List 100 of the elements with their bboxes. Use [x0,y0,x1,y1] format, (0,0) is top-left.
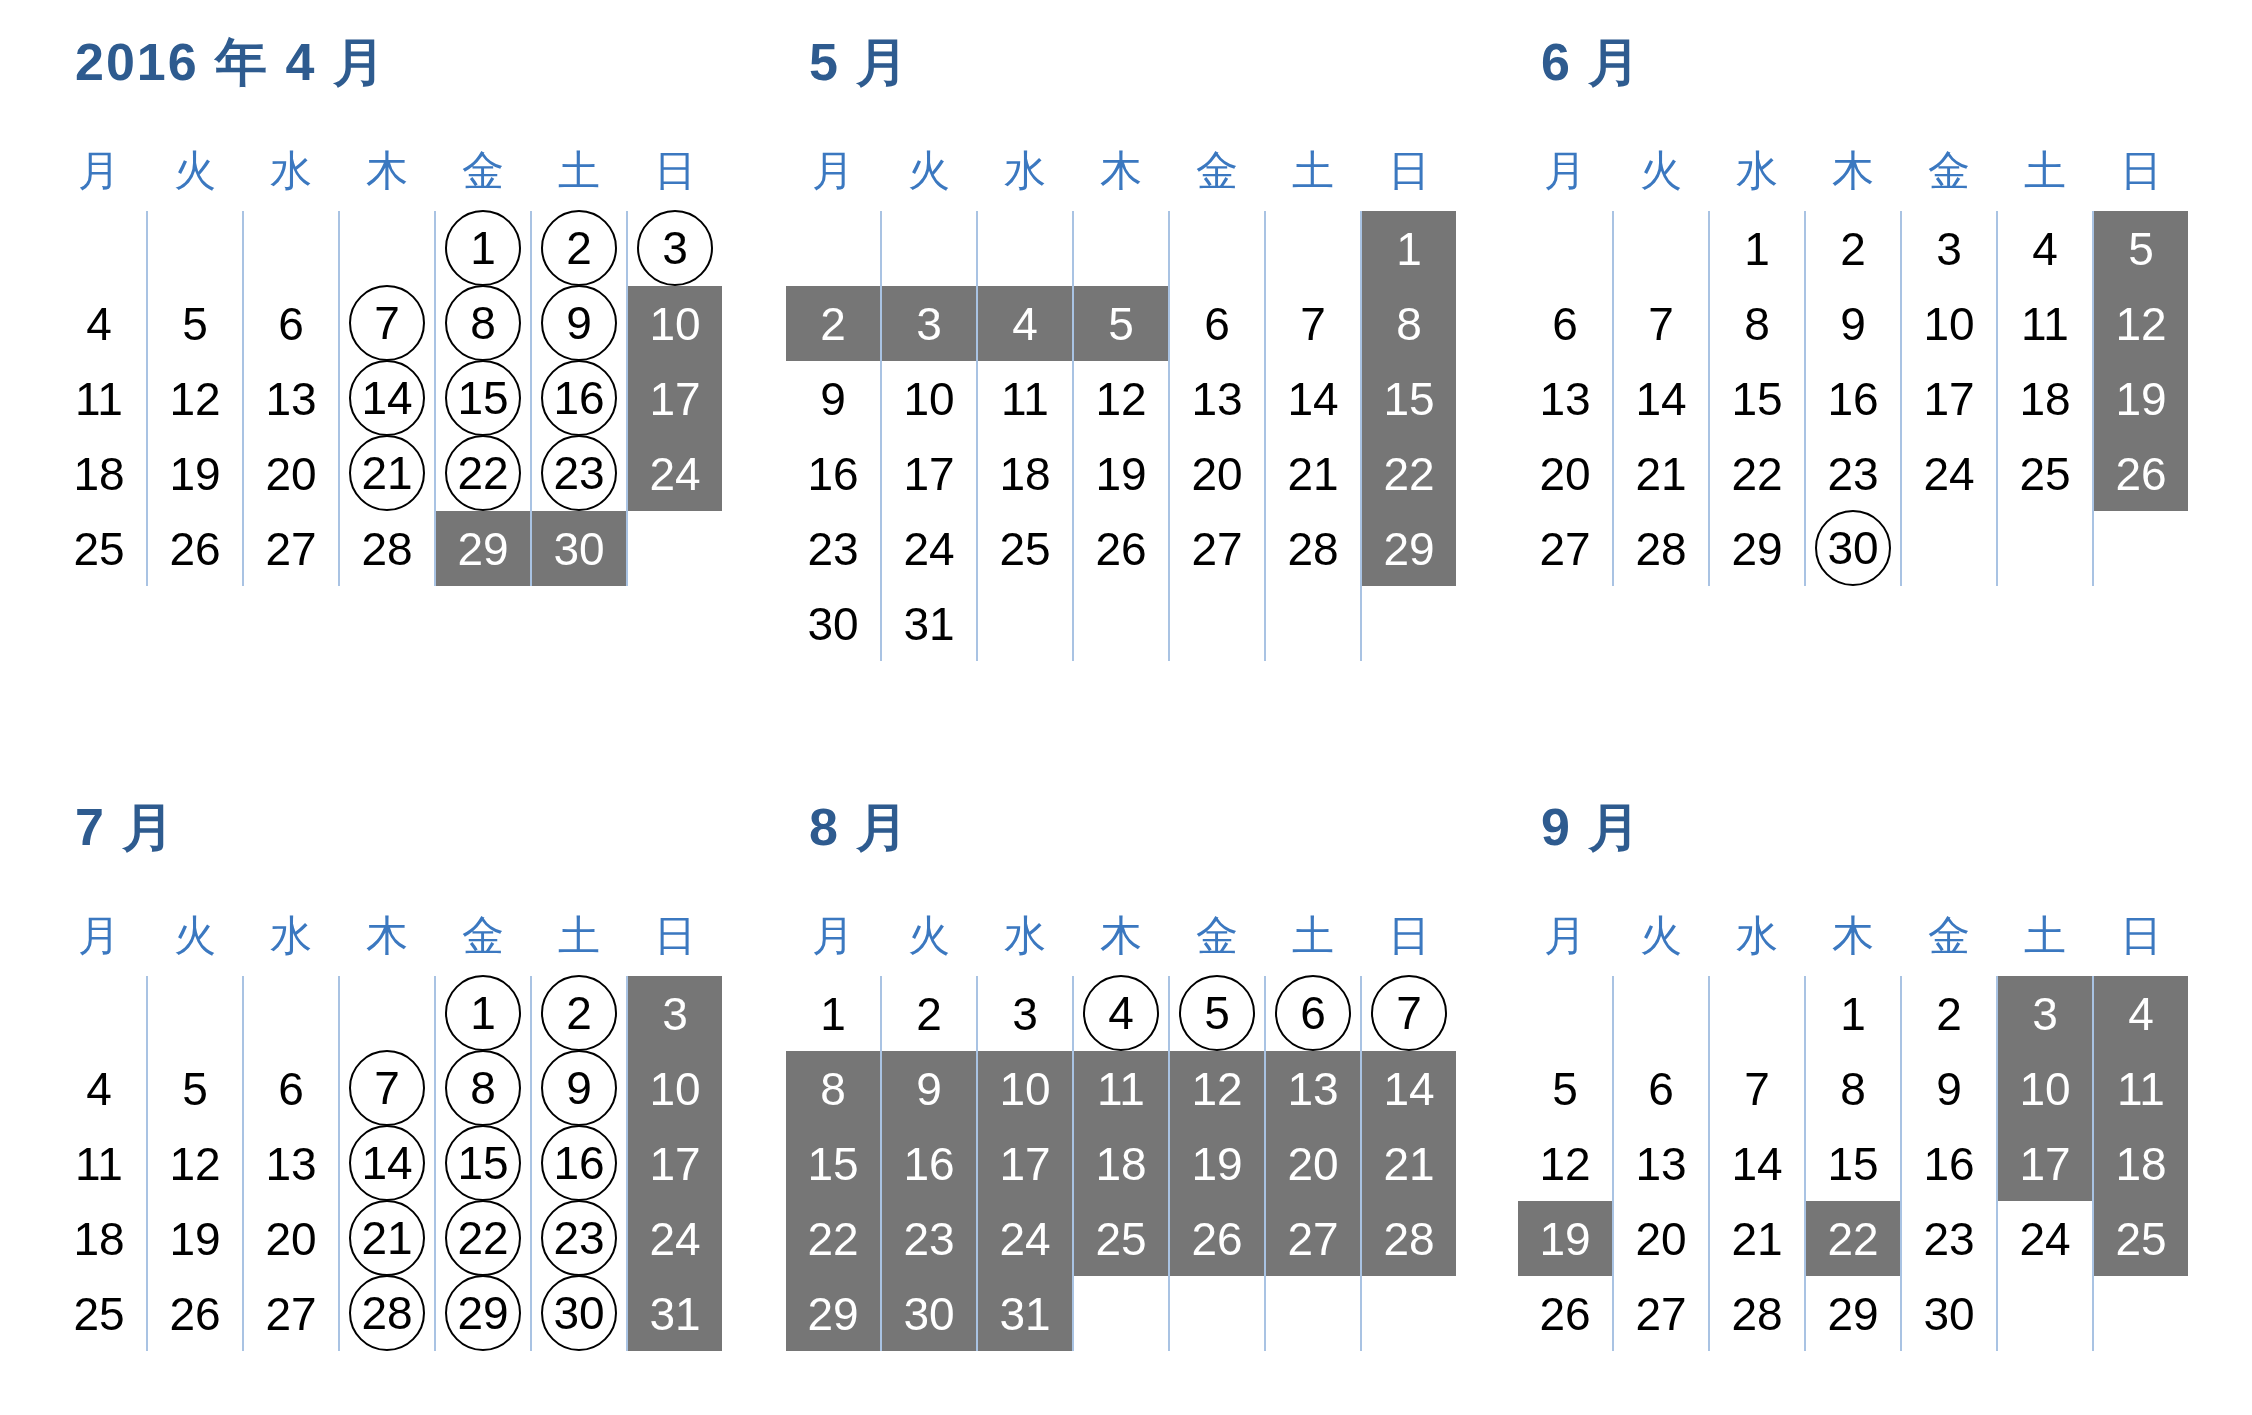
day-number: 1 [819,986,847,1042]
shaded-date: 11 [2094,1051,2188,1126]
day-number: 2 [915,986,943,1042]
month-heading: 9 月 [1541,797,1643,858]
shaded-date: 17 [628,361,722,436]
day-number: 16 [1826,371,1880,427]
shaded-date: 19 [1170,1126,1264,1201]
day-number: 28 [1286,521,1340,577]
day-number: 5 [181,1061,209,1117]
shaded-date: 19 [2094,361,2188,436]
day-number: 26 [168,1286,222,1342]
day-number: 3 [1011,986,1039,1042]
shaded-date: 19 [1518,1201,1612,1276]
shaded-date: 17 [628,1126,722,1201]
day-number: 25 [72,521,126,577]
day-number: 14 [1286,371,1340,427]
day-number: 24 [2018,1211,2072,1267]
weekday-label: 日 [2119,911,2163,961]
day-number: 12 [1538,1136,1592,1192]
month-heading: 8 月 [809,797,911,858]
weekday-label: 火 [1639,911,1683,961]
day-number: 29 [1826,1286,1880,1342]
weekday-label: 木 [1099,146,1143,196]
shaded-date: 22 [786,1201,880,1276]
circled-date: 2 [541,975,617,1051]
shaded-date: 23 [882,1201,976,1276]
day-number: 1 [1743,221,1771,277]
day-number: 8 [1743,296,1771,352]
day-number: 5 [181,296,209,352]
weekday-label: 土 [557,911,601,961]
day-number: 24 [902,521,956,577]
day-number: 28 [1634,521,1688,577]
day-number: 11 [74,1136,124,1192]
shaded-date: 21 [1362,1126,1456,1201]
shaded-date: 20 [1266,1126,1360,1201]
day-number: 20 [264,1211,318,1267]
circled-date: 5 [1179,975,1255,1051]
day-number: 27 [264,1286,318,1342]
circled-date: 16 [541,1125,617,1201]
weekday-label: 金 [1927,146,1971,196]
day-number: 25 [2018,446,2072,502]
weekday-label: 水 [1003,146,1047,196]
day-number: 26 [1094,521,1148,577]
day-number: 6 [1203,296,1231,352]
day-number: 6 [277,1061,305,1117]
day-number: 26 [168,521,222,577]
circled-date: 30 [541,1275,617,1351]
shaded-date: 30 [882,1276,976,1351]
day-number: 1 [1839,986,1867,1042]
shaded-date: 17 [978,1126,1072,1201]
day-number: 26 [1538,1286,1592,1342]
day-number: 24 [1922,446,1976,502]
day-number: 30 [1922,1286,1976,1342]
circled-date: 29 [445,1275,521,1351]
day-number: 5 [1551,1061,1579,1117]
shaded-date: 3 [882,286,976,361]
day-number: 9 [1839,296,1867,352]
day-number: 6 [277,296,305,352]
shaded-date: 18 [1074,1126,1168,1201]
day-number: 29 [1730,521,1784,577]
shaded-date: 2 [786,286,880,361]
day-number: 11 [2020,296,2070,352]
weekday-label: 木 [1831,911,1875,961]
day-number: 4 [85,296,113,352]
circled-date: 4 [1083,975,1159,1051]
weekday-label: 日 [1387,911,1431,961]
day-number: 21 [1730,1211,1784,1267]
day-number: 25 [72,1286,126,1342]
circled-date: 21 [349,1200,425,1276]
circled-date: 30 [1815,510,1891,586]
day-number: 23 [1826,446,1880,502]
circled-date: 22 [445,1200,521,1276]
day-number: 2 [1839,221,1867,277]
shaded-date: 13 [1266,1051,1360,1126]
weekday-label: 月 [811,911,855,961]
shaded-date: 11 [1074,1051,1168,1126]
month-heading: 2016 年 4 月 [75,32,387,93]
day-number: 28 [360,521,414,577]
day-number: 16 [806,446,860,502]
shaded-date: 31 [628,1276,722,1351]
shaded-date: 24 [628,1201,722,1276]
circled-date: 28 [349,1275,425,1351]
day-number: 9 [1935,1061,1963,1117]
day-number: 20 [1190,446,1244,502]
circled-date: 21 [349,435,425,511]
shaded-date: 29 [786,1276,880,1351]
weekday-label: 月 [77,911,121,961]
month-heading: 7 月 [75,797,177,858]
shaded-date: 5 [2094,211,2188,286]
day-number: 6 [1647,1061,1675,1117]
weekday-label: 水 [269,911,313,961]
weekday-label: 火 [907,146,951,196]
weekday-label: 火 [907,911,951,961]
day-number: 27 [1634,1286,1688,1342]
day-number: 28 [1730,1286,1784,1342]
shaded-date: 29 [1362,511,1456,586]
weekday-label: 木 [1831,146,1875,196]
circled-date: 6 [1275,975,1351,1051]
day-number: 25 [998,521,1052,577]
day-number: 6 [1551,296,1579,352]
